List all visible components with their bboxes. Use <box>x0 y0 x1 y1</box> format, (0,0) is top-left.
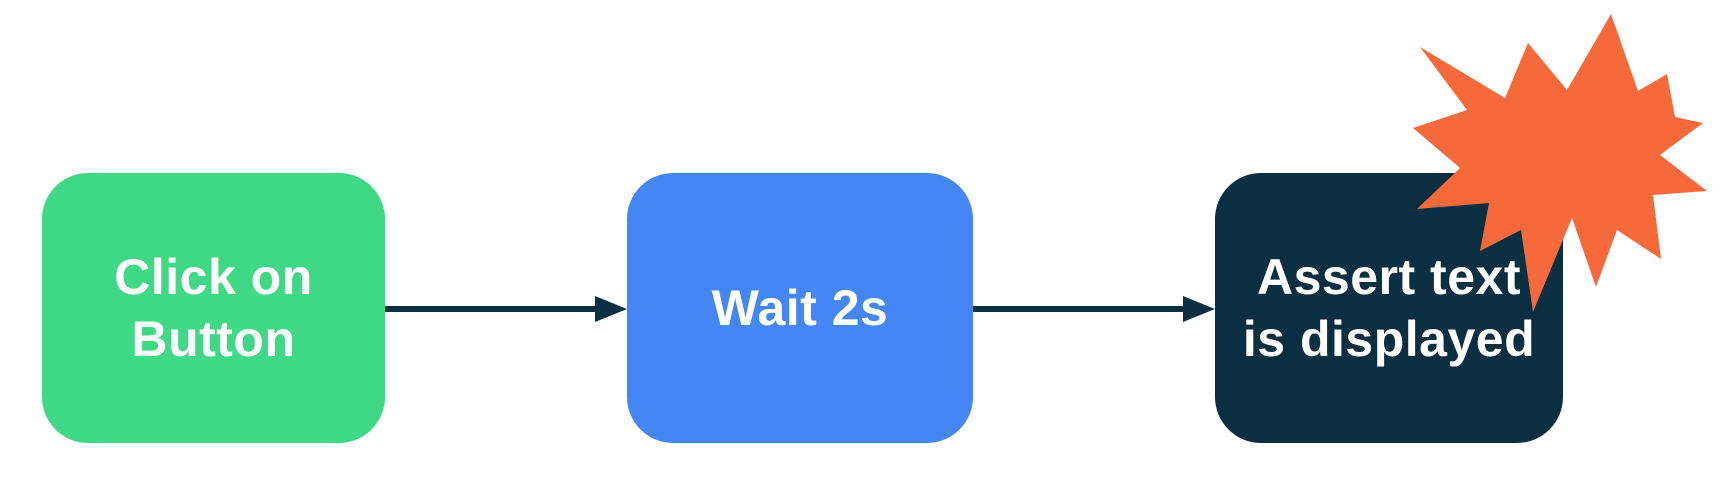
arrow-head-icon <box>1183 296 1215 322</box>
arrow-connector <box>385 296 627 322</box>
node-label: Wait 2s <box>712 277 889 340</box>
starburst-shape <box>1413 14 1707 312</box>
node-click-on-button: Click on Button <box>42 173 385 443</box>
node-label: Assert text is displayed <box>1243 246 1535 371</box>
node-label-line: Assert text <box>1257 248 1521 305</box>
explosion-burst-icon <box>1413 14 1707 312</box>
node-label-line: is displayed <box>1242 311 1536 367</box>
arrow-head-icon <box>595 296 627 322</box>
node-wait-2s: Wait 2s <box>627 173 973 443</box>
node-label-line: Button <box>131 311 296 367</box>
node-label: Click on Button <box>114 246 312 371</box>
arrow-connector <box>973 296 1215 322</box>
node-label-line: Click on <box>114 248 313 305</box>
node-label-line: Wait 2s <box>711 279 889 336</box>
